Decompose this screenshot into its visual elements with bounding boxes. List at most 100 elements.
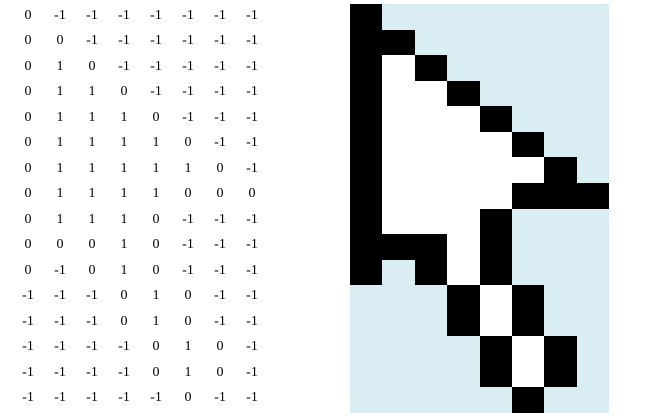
pixel-cell: [415, 234, 447, 260]
pixel-cell: [415, 106, 447, 132]
pixel-cell: [480, 81, 512, 106]
matrix-cell: 1: [88, 84, 96, 100]
pixel-cell: [577, 234, 609, 260]
pixel-cell: [350, 285, 382, 311]
matrix-cell: -1: [118, 390, 130, 406]
pixel-cell: [350, 157, 382, 183]
pixel-cell: [447, 81, 480, 106]
pixel-cell: [512, 183, 544, 209]
pixel-cell: [577, 311, 609, 336]
matrix-cell: -1: [214, 211, 226, 227]
matrix-cell: 1: [120, 211, 128, 227]
matrix-cell: 1: [120, 109, 128, 125]
matrix-cell: 0: [120, 288, 128, 304]
matrix-row: 0-1-1-1-1-1-1-1: [12, 3, 268, 29]
pixel-cell: [415, 209, 447, 234]
pixel-cell: [577, 183, 609, 209]
matrix-cell: 1: [120, 135, 128, 151]
matrix-cell: -1: [182, 211, 194, 227]
matrix-cell: 1: [184, 160, 192, 176]
pixel-cell: [512, 311, 544, 336]
pixel-cell: [544, 183, 577, 209]
pixel-cell: [415, 157, 447, 183]
pixel-cell: [480, 234, 512, 260]
pixel-cell: [544, 4, 577, 30]
matrix-cell: -1: [86, 339, 98, 355]
matrix-cell: -1: [182, 33, 194, 49]
pixel-cell: [512, 106, 544, 132]
pixel-cell: [415, 311, 447, 336]
pixel-cell: [447, 336, 480, 362]
matrix-cell: 0: [184, 186, 192, 202]
pixel-cell: [480, 183, 512, 209]
matrix-cell: -1: [54, 262, 66, 278]
pixel-cell: [512, 30, 544, 55]
matrix-cell: -1: [150, 7, 162, 23]
matrix-cell: 0: [24, 7, 32, 23]
pixel-cell: [577, 157, 609, 183]
pixel-cell: [544, 260, 577, 285]
matrix-cell: 0: [152, 262, 160, 278]
matrix-cell: -1: [214, 262, 226, 278]
pixel-cell: [382, 55, 415, 81]
matrix-cell: -1: [54, 7, 66, 23]
matrix-cell: 1: [88, 186, 96, 202]
pixel-cell: [382, 234, 415, 260]
pixel-cell: [512, 132, 544, 157]
pixel-cell: [512, 209, 544, 234]
pixel-cell: [544, 311, 577, 336]
pixel-cell: [350, 106, 382, 132]
pixel-cell: [512, 234, 544, 260]
pixel-cell: [544, 209, 577, 234]
pixel-cell: [415, 55, 447, 81]
matrix-cell: -1: [22, 288, 34, 304]
pixel-cell: [480, 106, 512, 132]
pixel-cell: [382, 362, 415, 387]
pixel-cell: [577, 4, 609, 30]
matrix-cell: -1: [214, 390, 226, 406]
matrix-cell: 0: [216, 364, 224, 380]
matrix-cell: 0: [56, 33, 64, 49]
pixel-cell: [415, 362, 447, 387]
pixel-cell: [350, 183, 382, 209]
matrix-cell: -1: [246, 58, 258, 74]
pixel-cell: [577, 106, 609, 132]
matrix-cell: 1: [120, 237, 128, 253]
pixel-cell: [350, 4, 382, 30]
pixel-cell: [350, 55, 382, 81]
matrix-cell: -1: [182, 109, 194, 125]
pixel-cell: [350, 387, 382, 413]
pixel-cell: [544, 30, 577, 55]
matrix-cell: -1: [182, 84, 194, 100]
matrix-cell: -1: [22, 390, 34, 406]
matrix-cell: -1: [86, 364, 98, 380]
matrix-cell: 0: [248, 186, 256, 202]
matrix-cell: 0: [88, 262, 96, 278]
pixel-cell: [447, 106, 480, 132]
matrix-cell: 0: [24, 58, 32, 74]
pixel-cell: [382, 336, 415, 362]
matrix-cell: 0: [24, 186, 32, 202]
matrix-cell: 1: [56, 84, 64, 100]
matrix-cell: 1: [120, 160, 128, 176]
matrix-cell: 0: [216, 186, 224, 202]
pixel-cell: [512, 157, 544, 183]
pixel-cell: [544, 81, 577, 106]
matrix-cell: 1: [56, 58, 64, 74]
pixel-cell: [350, 362, 382, 387]
matrix-cell: -1: [214, 313, 226, 329]
pixel-cell: [415, 387, 447, 413]
pixel-cell: [447, 157, 480, 183]
matrix-cell: -1: [246, 364, 258, 380]
matrix-cell: -1: [54, 339, 66, 355]
pixel-cell: [480, 311, 512, 336]
matrix-cell: 1: [88, 109, 96, 125]
matrix-cell: -1: [182, 58, 194, 74]
matrix-cell: -1: [86, 288, 98, 304]
matrix-cell: -1: [86, 390, 98, 406]
